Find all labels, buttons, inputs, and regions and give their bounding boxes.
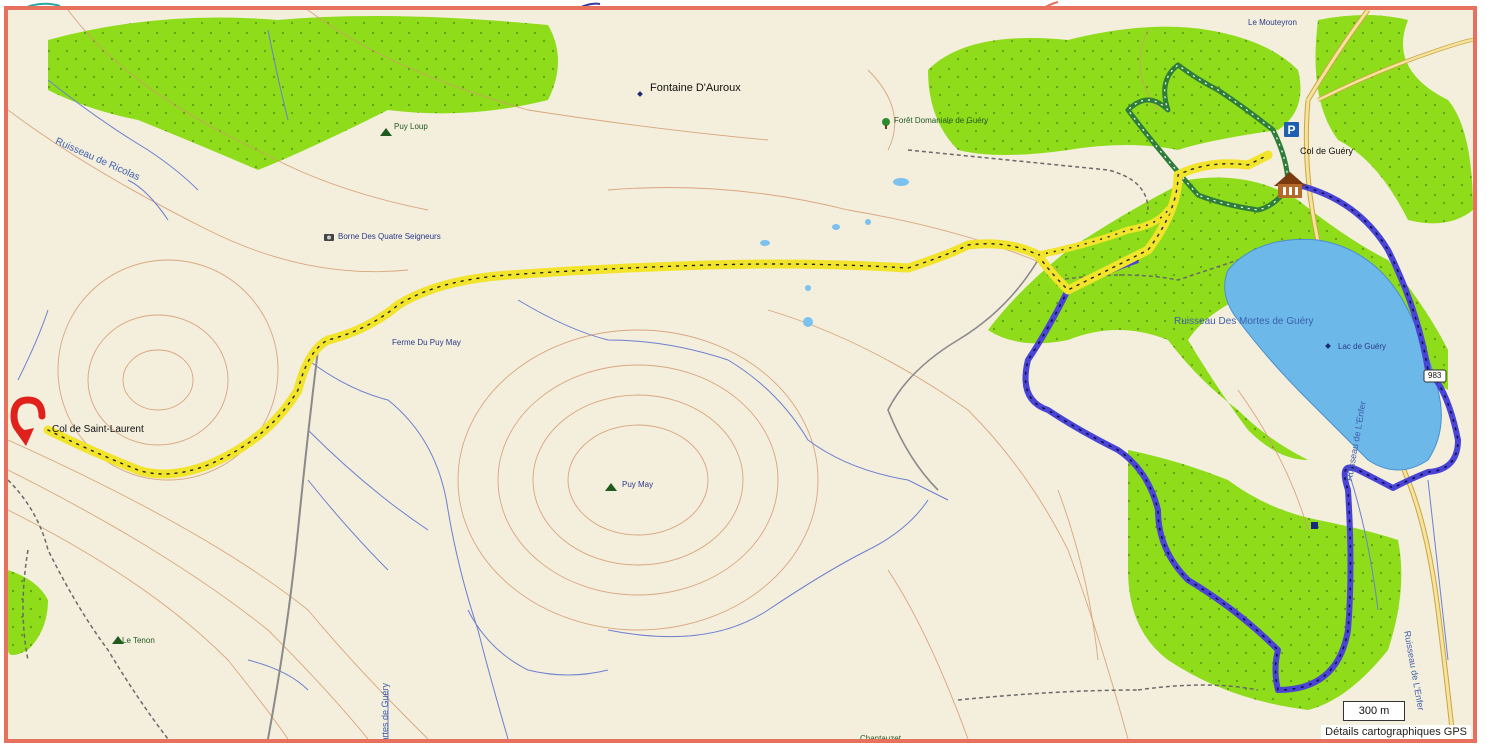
lake-guery: [1224, 238, 1442, 471]
svg-text:P: P: [1287, 123, 1295, 137]
scale-bar: 300 m: [1343, 701, 1405, 721]
label-lac-guery: Lac de Guéry: [1338, 342, 1387, 351]
map-frame[interactable]: P: [4, 6, 1477, 743]
forest-areas: [8, 15, 1473, 710]
u-turn-arrow-icon: [10, 396, 46, 446]
label-puy-may: Puy May: [622, 480, 654, 489]
summit-icon: [112, 636, 124, 644]
small-ponds: [760, 178, 909, 327]
label-ferme-puy-may: Ferme Du Puy May: [392, 338, 461, 347]
label-fontaine: Fontaine D'Auroux: [650, 82, 741, 94]
label-ruisseau-mortes: Ruisseau Des Mortes de Guéry: [1174, 316, 1314, 327]
track-green-dots: [1127, 64, 1289, 211]
label-le-mouteyron: Le Mouteyron: [1248, 18, 1297, 27]
streams: [17, 29, 1449, 739]
label-le-tenon: Le Tenon: [122, 636, 155, 645]
road-shield-983: [1423, 369, 1447, 383]
label-col-guery: Col de Guéry: [1300, 146, 1354, 156]
summit-icons: [112, 128, 617, 644]
label-road-shield: 983: [1428, 371, 1442, 380]
summit-icon: [380, 128, 392, 136]
track-yellow-branch: [1034, 206, 1172, 259]
label-mortes-guery: Mortes de Guéry: [380, 682, 390, 743]
summit-icon: [605, 483, 617, 491]
map-attribution: Détails cartographiques GPS: [1321, 725, 1471, 739]
label-col-saint-laurent: Col de Saint-Laurent: [52, 424, 144, 435]
chalet-icon[interactable]: [1274, 172, 1306, 198]
contour-lines: [8, 10, 1309, 739]
label-puy-loup: Puy Loup: [394, 122, 428, 131]
dashed-trails: [8, 149, 1259, 739]
waypoint-icons: [637, 91, 1331, 529]
label-foret: Forêt Domaniale de Guéry: [894, 116, 989, 125]
tree-icon: [882, 118, 890, 129]
track-yellow-dots: [47, 154, 1269, 475]
label-chantauzet: Chantauzet: [860, 734, 901, 743]
label-borne: Borne Des Quatre Seigneurs: [338, 232, 441, 241]
topographic-map[interactable]: P: [8, 10, 1473, 739]
track-blue-dots: [1024, 184, 1459, 691]
camera-icon: [324, 234, 334, 241]
parking-icon[interactable]: P: [1284, 122, 1299, 137]
